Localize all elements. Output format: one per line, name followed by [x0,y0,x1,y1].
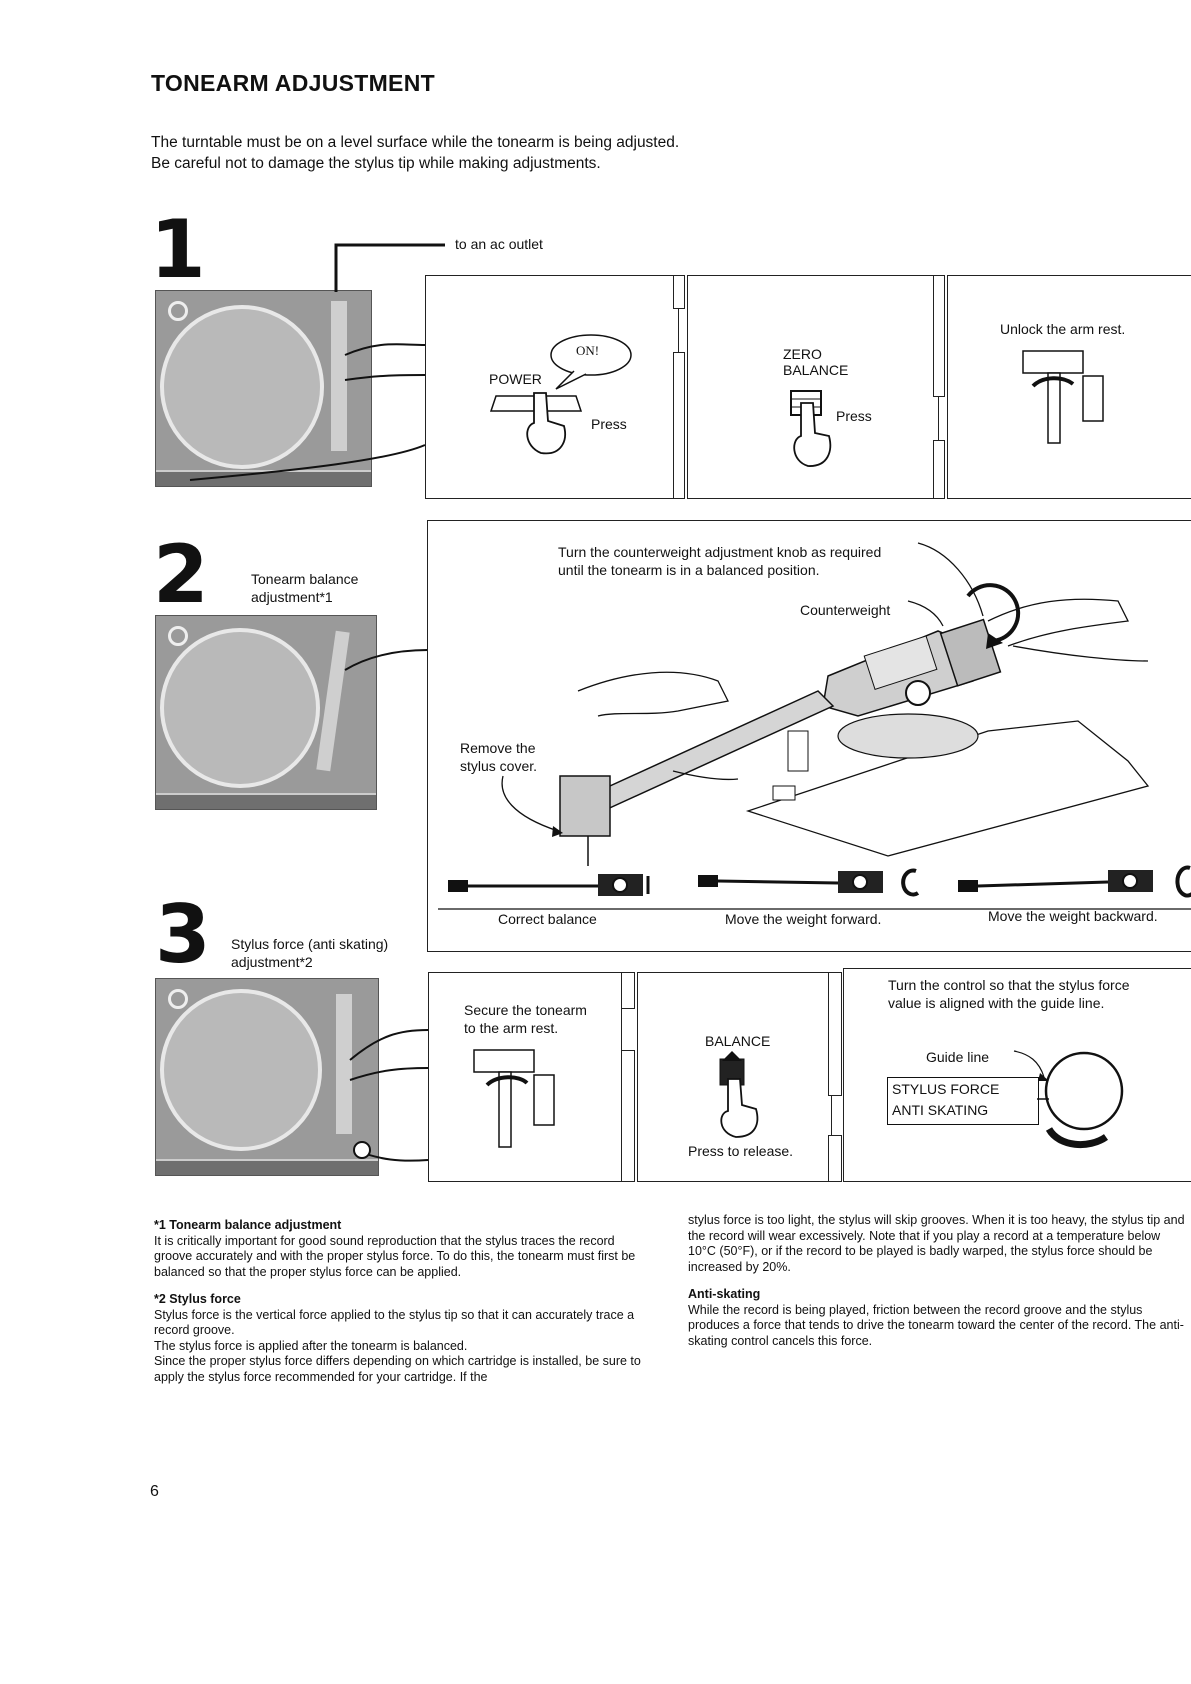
speech-bubble-icon [550,334,632,390]
arm-rest-secure-icon [473,1049,555,1148]
zero-label: ZERO [783,346,822,362]
step-2-label-line-1: Tonearm balance [251,571,359,587]
stylus-force-line-1: Turn the control so that the stylus forc… [888,977,1130,993]
panel-notch-1a [673,275,685,309]
step-3-panel-release: BALANCE Press to release. [637,972,832,1182]
anti-skating-title: Anti-skating [688,1287,761,1301]
stylus-force-line-2: value is aligned with the guide line. [888,995,1105,1011]
anti-skating-plate-text: ANTI SKATING [892,1102,989,1118]
step-3-panel-stylus-force: Turn the control so that the stylus forc… [843,968,1191,1182]
weight-forward-diagram [698,868,920,897]
step-2-main-panel: Turn the counterweight adjustment knob a… [427,520,1191,952]
press-release-label: Press to release. [688,1143,794,1159]
stylus-force-label-plate: STYLUS FORCE ANTI SKATING [887,1077,1039,1125]
counterweight-instruction-line-1: Turn the counterweight adjustment knob a… [558,544,882,560]
step-3-number: 3 [155,888,211,981]
press-label-2: Press [836,408,872,424]
intro-line-1: The turntable must be on a level surface… [151,134,680,151]
remove-stylus-cover-label: Remove the stylus cover. [460,739,537,775]
stylus-force-instruction: Turn the control so that the stylus forc… [888,976,1130,1012]
weight-backward-diagram [958,865,1191,898]
step-1-panel-zero-balance: ZERO BALANCE Press [687,275,939,499]
counterweight-label: Counterweight [800,602,891,618]
correct-balance-diagram [448,874,650,896]
footnote-right-body: stylus force is too light, the stylus wi… [688,1213,1185,1274]
secure-line-1: Secure the tonearm [464,1002,587,1018]
panel-notch-3a [621,972,635,1009]
counterweight-instruction: Turn the counterweight adjustment knob a… [558,543,881,579]
outlet-label: to an ac outlet [455,236,543,252]
page-number: 6 [150,1483,159,1500]
remove-stylus-line-1: Remove the [460,740,536,756]
secure-tonearm-label: Secure the tonearm to the arm rest. [464,1001,587,1037]
release-button-icon [719,1051,759,1138]
on-bubble-text: ON! [576,343,600,358]
intro-text: The turntable must be on a level surface… [151,132,679,174]
footnotes-left-column: *1 Tonearm balance adjustment It is crit… [154,1218,654,1397]
correct-balance-label: Correct balance [498,911,597,927]
pressing-hand-icon [489,392,583,455]
footnote-1-title: *1 Tonearm balance adjustment [154,1218,342,1232]
footnotes-right-column: stylus force is too light, the stylus wi… [688,1213,1188,1361]
step-3-turntable-image [155,978,379,1176]
power-label: POWER [489,371,542,387]
step-3-label: Stylus force (anti skating) adjustment*2 [231,935,388,971]
step-3-label-line-1: Stylus force (anti skating) [231,936,389,952]
panel-notch-4a [828,972,842,1096]
unlock-arm-rest-label: Unlock the arm rest. [1000,321,1126,337]
intro-line-2: Be careful not to damage the stylus tip … [151,155,601,172]
step-1-turntable-image [155,290,372,487]
footnote-2-body-2: The stylus force is applied after the to… [154,1338,468,1353]
tonearm-balance-illustration [438,542,1191,910]
stylus-force-plate-text: STYLUS FORCE [892,1081,1000,1097]
balance-label: BALANCE [783,362,849,378]
step-2-number: 2 [153,528,209,621]
secure-line-2: to the arm rest. [464,1020,559,1036]
step-1-panel-power: POWER ON! Press [425,275,679,499]
panel-notch-2b [933,440,945,499]
counterweight-instruction-line-2: until the tonearm is in a balanced posit… [558,562,820,578]
zero-balance-button-icon [790,390,832,467]
step-2-turntable-image [155,615,377,810]
move-forward-label: Move the weight forward. [725,911,882,927]
anti-skating-body: While the record is being played, fricti… [688,1302,1184,1348]
page-title: TONEARM ADJUSTMENT [151,70,435,96]
panel-notch-2a [933,275,945,397]
panel-notch-1b [673,352,685,499]
footnote-2-body-1: Stylus force is the vertical force appli… [154,1307,635,1338]
step-1-panel-arm-rest: Unlock the arm rest. [947,275,1191,499]
balance-button-label: BALANCE [705,1033,771,1049]
step-3-panel-secure: Secure the tonearm to the arm rest. [428,972,622,1182]
footnote-2-body-3: Since the proper stylus force differs de… [154,1354,641,1384]
step-1-number: 1 [150,203,206,296]
move-backward-label: Move the weight backward. [988,908,1158,924]
step-3-label-line-2: adjustment*2 [231,954,313,970]
press-label-1: Press [591,416,627,432]
remove-stylus-line-2: stylus cover. [460,758,538,774]
arm-rest-lock-icon [1022,350,1104,444]
footnote-1-body: It is critically important for good soun… [154,1233,636,1279]
footnote-2-title: *2 Stylus force [154,1292,241,1306]
guide-line-label: Guide line [926,1049,990,1065]
step-2-label: Tonearm balance adjustment*1 [251,570,358,606]
anti-skating-dial-icon [1013,1050,1124,1149]
panel-notch-4b [828,1135,842,1182]
panel-notch-3b [621,1050,635,1182]
step-2-label-line-2: adjustment*1 [251,589,333,605]
